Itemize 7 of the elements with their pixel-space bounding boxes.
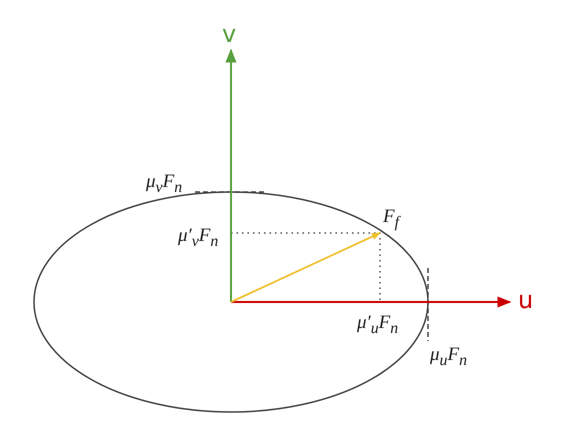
- math-label: μ′$_{u}$F$_{n}$: [357, 313, 398, 337]
- math-label: μ$_{v}$F$_{n}$: [146, 172, 182, 196]
- axis-label: u: [518, 288, 534, 312]
- axis-label: v: [222, 22, 236, 46]
- math-label: F$_{f}$: [383, 207, 400, 231]
- math-label: μ′$_{v}$F$_{n}$: [178, 226, 218, 250]
- math-label: μ$_{u}$F$_{n}$: [430, 345, 467, 369]
